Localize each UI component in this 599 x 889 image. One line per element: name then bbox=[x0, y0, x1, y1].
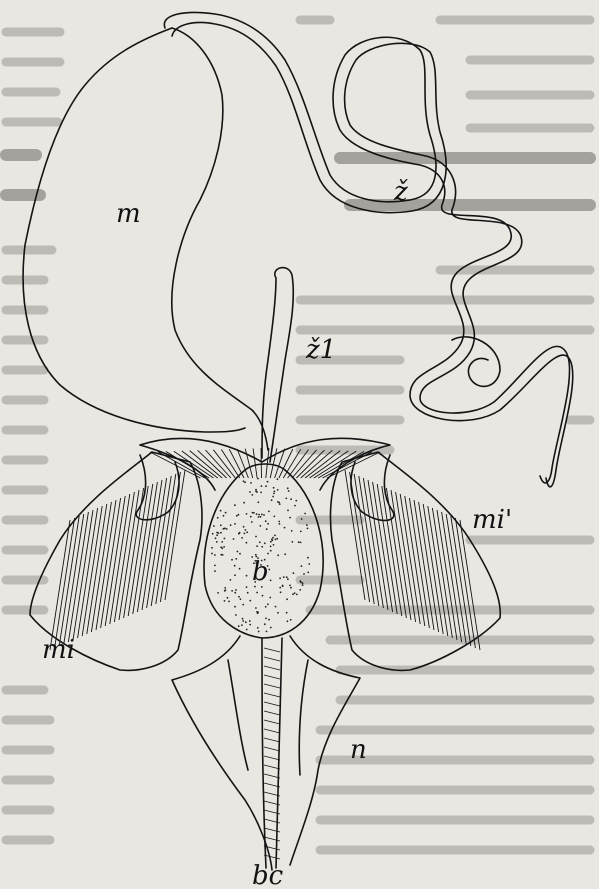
background-heading-right bbox=[340, 158, 590, 205]
label-n: n bbox=[350, 735, 367, 765]
left-wing-hatching bbox=[50, 470, 185, 650]
stalk-outline bbox=[262, 638, 282, 868]
right-wing-hatching bbox=[345, 470, 480, 650]
leaflet-mid-lines bbox=[228, 660, 308, 775]
label-bc: bc bbox=[252, 861, 284, 889]
label-z: ž bbox=[393, 177, 408, 207]
background-text-right bbox=[300, 20, 590, 850]
label-z1: ž1 bbox=[305, 335, 336, 365]
central-body-outline bbox=[204, 464, 323, 638]
short-tube bbox=[262, 268, 293, 462]
label-mi-right: mi' bbox=[472, 505, 512, 535]
coil-loop-small bbox=[452, 337, 500, 387]
label-m: m bbox=[116, 199, 141, 229]
central-body-stipple bbox=[211, 478, 310, 633]
background-heading-left bbox=[6, 155, 40, 195]
label-b: b bbox=[252, 557, 269, 587]
lower-left-leaflet bbox=[172, 636, 272, 870]
label-mi-left: mi bbox=[42, 635, 75, 665]
